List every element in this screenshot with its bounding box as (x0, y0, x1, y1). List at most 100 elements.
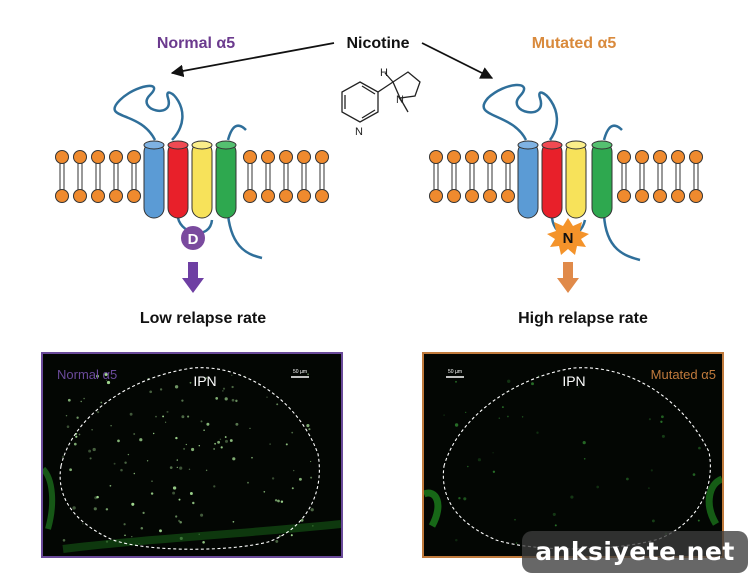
fluorescence-spot (219, 438, 222, 440)
fluorescence-spot (153, 432, 155, 435)
fluorescence-spot (198, 444, 201, 447)
fluorescence-spot (124, 461, 127, 464)
lipid-head (297, 150, 311, 164)
helix-yellow-normal (191, 140, 213, 219)
fluorescence-spot (131, 502, 135, 506)
fluorescence-spot (113, 462, 116, 465)
fluorescence-spot (214, 442, 217, 445)
fluorescence-spot (169, 466, 173, 469)
fluorescence-spot (78, 433, 81, 436)
arrow-to-normal (170, 42, 335, 78)
fluorescence-spot (310, 476, 313, 479)
residue-d-label: D (188, 231, 199, 248)
nicotine-label: Nicotine (346, 35, 409, 52)
fluorescence-spot (104, 372, 108, 377)
fluorescence-spot (455, 380, 457, 383)
lipid-head (447, 150, 461, 164)
fluorescence-spot (203, 429, 205, 431)
fluorescence-spot (266, 396, 268, 398)
fluorescence-spot (67, 398, 71, 402)
fluorescence-spot (291, 487, 294, 490)
micrograph-normal: Normal α5 IPN 50 µm (41, 352, 343, 558)
fluorescence-spot (477, 458, 481, 462)
fluorescence-spot (650, 469, 653, 472)
fluorescence-spot (492, 452, 494, 454)
fluorescence-spot (498, 417, 501, 419)
molecule-h: H (380, 67, 388, 79)
helix-red-normal (167, 140, 189, 219)
fluorescence-spot (454, 423, 459, 427)
fluorescence-spot (492, 470, 496, 473)
lipid-head (671, 150, 685, 164)
fluorescence-spot (140, 527, 144, 530)
fluorescence-spot (123, 523, 126, 526)
down-arrow-mutated (557, 262, 579, 293)
helix-green-mutated (591, 140, 613, 219)
lipid-head (261, 150, 275, 164)
fluorescence-spot (172, 486, 177, 490)
fluorescence-spot (271, 477, 275, 480)
fluorescence-spot (263, 490, 266, 493)
fluorescence-spot (278, 535, 281, 538)
fluorescence-spot (536, 431, 539, 434)
molecule-n-ring: N (355, 126, 363, 138)
residue-n-label: N (563, 230, 574, 247)
fluorescence-spot (277, 499, 280, 503)
fluorescence-spots-mutated (443, 375, 701, 544)
fluorescence-spot (179, 521, 182, 524)
fluorescence-spot (189, 492, 193, 495)
tail-normal (226, 214, 263, 260)
micrograph-mutated: Mutated α5 IPN 50 µm (422, 352, 724, 558)
fluorescence-spot (220, 446, 223, 449)
lipid-head (91, 189, 105, 203)
fluorescence-spot (280, 500, 284, 503)
fluorescence-spot (232, 457, 236, 461)
lipid-head (483, 150, 497, 164)
receptor-normal: D (113, 84, 263, 293)
fluorescence-spot (150, 492, 154, 495)
lipid-head (127, 189, 141, 203)
fluorescence-spot (222, 387, 226, 390)
extracellular-loop-mutated (482, 83, 558, 141)
fluorescence-spot (276, 403, 279, 406)
panel-title-mutated: Mutated α5 (651, 367, 716, 382)
helix-blue-normal (143, 140, 165, 219)
watermark: anksiyete.net (522, 531, 748, 573)
lipid-head (127, 150, 141, 164)
fluorescence-spot (552, 512, 556, 516)
fluorescence-spot (232, 520, 235, 523)
lipid-head (73, 189, 87, 203)
fluorescence-spot (458, 497, 461, 500)
fluorescence-spot (61, 455, 65, 458)
lipid-head (315, 189, 329, 203)
lipid-head (243, 189, 257, 203)
fluorescence-spot (651, 519, 655, 523)
fluorescence-spot (231, 398, 235, 402)
fluorescence-spot (293, 469, 295, 472)
lipid-head (465, 189, 479, 203)
lipid-head (501, 189, 515, 203)
fluorescence-spot (235, 399, 238, 403)
lipid-head (617, 150, 631, 164)
fluorescence-spot (224, 397, 228, 401)
lipid-head (689, 189, 703, 203)
lipid-head (465, 150, 479, 164)
fluorescence-spot (531, 382, 534, 386)
fluorescence-spot (178, 519, 181, 522)
fluorescence-spot (570, 495, 574, 499)
helix-blue-mutated (517, 140, 539, 219)
fluorescence-spot (192, 501, 195, 505)
c-terminal-loop-mutated (602, 124, 623, 141)
receptor-mutated: N (482, 83, 641, 293)
panel-title-normal: Normal α5 (57, 367, 117, 382)
ipn-label-normal: IPN (193, 373, 216, 389)
fluorescence-spot (91, 429, 93, 431)
fluorescence-spot (155, 415, 157, 418)
fluorescence-spot (76, 416, 79, 419)
fluorescence-spot (88, 449, 92, 453)
fluorescence-spot (308, 428, 311, 431)
fluorescence-spot (224, 436, 227, 438)
fluorescence-spot (274, 499, 278, 502)
fluorescence-spot (188, 468, 191, 471)
fluorescence-spot (96, 495, 99, 499)
